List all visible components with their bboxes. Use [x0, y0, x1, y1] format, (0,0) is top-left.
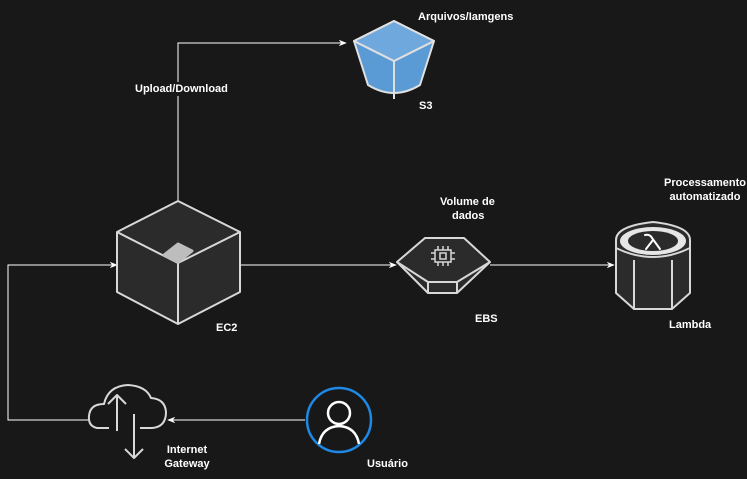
ebs-caption-line1: Volume de	[440, 196, 495, 208]
gateway-label: Internet Gateway	[156, 443, 218, 471]
internet-gateway-icon[interactable]	[87, 384, 167, 459]
lambda-caption: Processamento automatizado	[655, 176, 747, 204]
user-icon[interactable]	[305, 386, 373, 454]
ebs-label: EBS	[475, 313, 498, 325]
lambda-symbol-icon	[644, 233, 661, 250]
ebs-caption-line2: dados	[452, 210, 485, 222]
ec2-label: EC2	[216, 322, 238, 334]
s3-caption: Arquivos/Iamgens	[418, 11, 514, 23]
lambda-caption-line2: automatizado	[669, 191, 741, 203]
edge-ec2-to-s3	[177, 39, 347, 200]
s3-label: S3	[419, 100, 433, 112]
s3-bucket-icon[interactable]	[353, 20, 435, 99]
lambda-label: Lambda	[669, 319, 712, 331]
ebs-caption: Volume de dados	[440, 195, 498, 223]
ebs-chip-icon	[431, 246, 455, 266]
ebs-volume-icon[interactable]	[396, 237, 491, 294]
edge-upload-download-label: Upload/Download	[135, 82, 228, 96]
lambda-caption-line1: Processamento	[664, 177, 746, 189]
gateway-label-line1: Internet	[166, 444, 208, 456]
edge-gateway-to-ec2	[7, 261, 118, 421]
gateway-label-line2: Gateway	[164, 458, 210, 470]
lambda-function-icon[interactable]	[615, 221, 691, 310]
ec2-instance-icon[interactable]	[116, 200, 241, 325]
user-label: Usuário	[367, 458, 408, 470]
ec2-chip-icon	[162, 242, 194, 264]
